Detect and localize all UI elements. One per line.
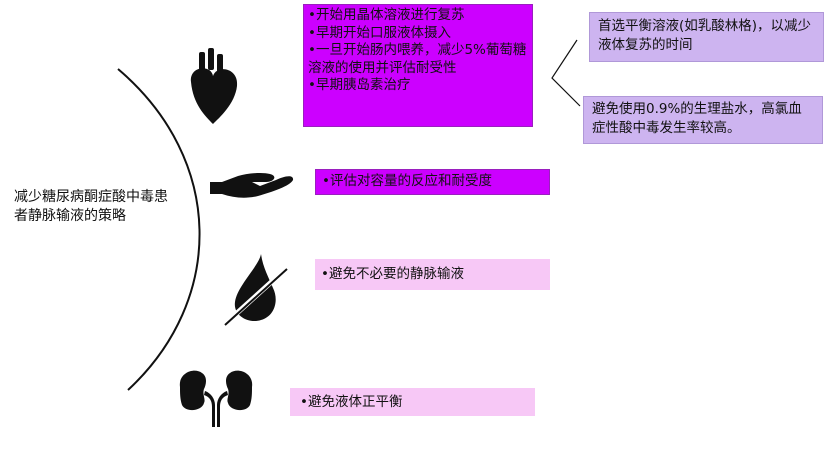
cardiac-strategy-item: •早期开始口服液体摄入 xyxy=(308,24,451,41)
volume-strategy-box: •评估对容量的反应和耐受度 xyxy=(315,169,550,195)
avoid-iv-strategy-box: •避免不必要的静脉输液 xyxy=(315,259,550,290)
cardiac-strategy-item: •开始用晶体溶液进行复苏 xyxy=(308,7,465,23)
drop-slash-icon xyxy=(215,250,295,334)
note-bracket xyxy=(551,39,581,107)
saline-warning-note: 避免使用0.9%的生理盐水，高氯血症性酸中毒发生率较高。 xyxy=(583,96,823,144)
heart-icon xyxy=(183,46,243,130)
hand-icon xyxy=(208,160,298,209)
main-label: 减少糖尿病酮症酸中毒患者静脉输液的策略 xyxy=(14,189,168,224)
grouping-arc xyxy=(117,68,201,391)
balanced-solution-note: 首选平衡溶液(如乳酸林格)，以减少液体复苏的时间 xyxy=(589,12,824,62)
cardiac-strategy-box: •开始用晶体溶液进行复苏 •早期开始口服液体摄入 •一旦开始肠内喂养，减少5%葡… xyxy=(303,4,533,127)
cardiac-strategy-item: •一旦开始肠内喂养，减少5%葡萄糖溶液的使用并评估耐受性 xyxy=(308,42,527,76)
kidney-strategy-box: •避免液体正平衡 xyxy=(290,388,535,416)
cardiac-strategy-item: •早期胰岛素治疗 xyxy=(308,77,411,93)
kidneys-icon xyxy=(176,365,256,434)
